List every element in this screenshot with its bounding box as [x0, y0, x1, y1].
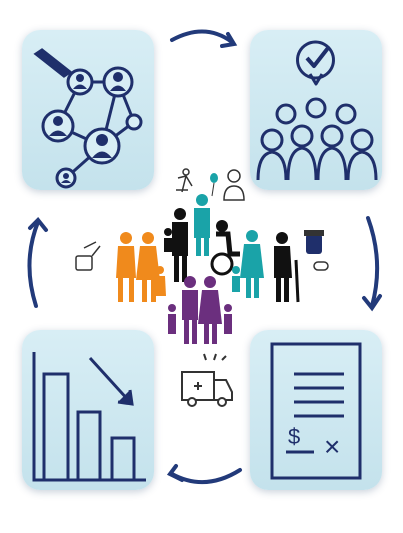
family-icon-orange: [116, 232, 166, 302]
pencil-people-network-icon: [33, 48, 143, 189]
wheelchair-user-icon: [210, 220, 240, 276]
elderly-with-cane-icon: [274, 232, 300, 303]
yoga-person-icon: [176, 168, 193, 193]
ambulance-icon: [181, 353, 233, 407]
arrow-top: [170, 29, 234, 44]
bill-currency-label: $: [288, 424, 300, 449]
doctor-icon: [223, 169, 245, 201]
teal-woman-icon: [232, 230, 264, 298]
teal-person-icon: [194, 194, 210, 256]
network-panel: [22, 30, 154, 190]
decreasing-bar-chart-icon: [32, 352, 146, 482]
group-consensus-checkmark-icon: [256, 40, 378, 181]
arrow-left: [27, 220, 40, 308]
invoice-panel: $ ×: [250, 330, 382, 490]
bill-cross-label: ×: [324, 431, 340, 462]
decreasing-chart-panel: [22, 330, 154, 490]
balloon-icon: [210, 173, 218, 197]
parent-child-icon: [164, 208, 188, 282]
arrow-right: [366, 216, 380, 308]
invoice-cost-cross-icon: $ ×: [270, 342, 362, 480]
pill-bottle-icon: [304, 230, 329, 271]
family-icon: [168, 276, 232, 344]
consensus-panel: [250, 30, 382, 190]
care-giving-icon: [75, 241, 101, 271]
